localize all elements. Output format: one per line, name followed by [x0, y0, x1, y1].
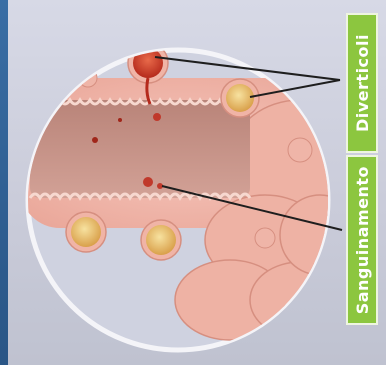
- bleeding-spot: [118, 118, 122, 122]
- bleeding-spot: [92, 137, 98, 143]
- diverticulum-bottom-left: [66, 212, 106, 252]
- label-sanguinamento-text: Sanguinamento: [353, 166, 372, 314]
- bleeding-spot: [143, 177, 153, 187]
- diverticulum-bottom-middle: [141, 220, 181, 260]
- label-diverticoli-text: Diverticoli: [353, 34, 372, 132]
- diverticulum-right: [221, 79, 259, 117]
- label-sanguinamento: Sanguinamento: [346, 155, 378, 325]
- label-diverticoli: Diverticoli: [346, 13, 378, 153]
- colon-lumen: [30, 100, 250, 198]
